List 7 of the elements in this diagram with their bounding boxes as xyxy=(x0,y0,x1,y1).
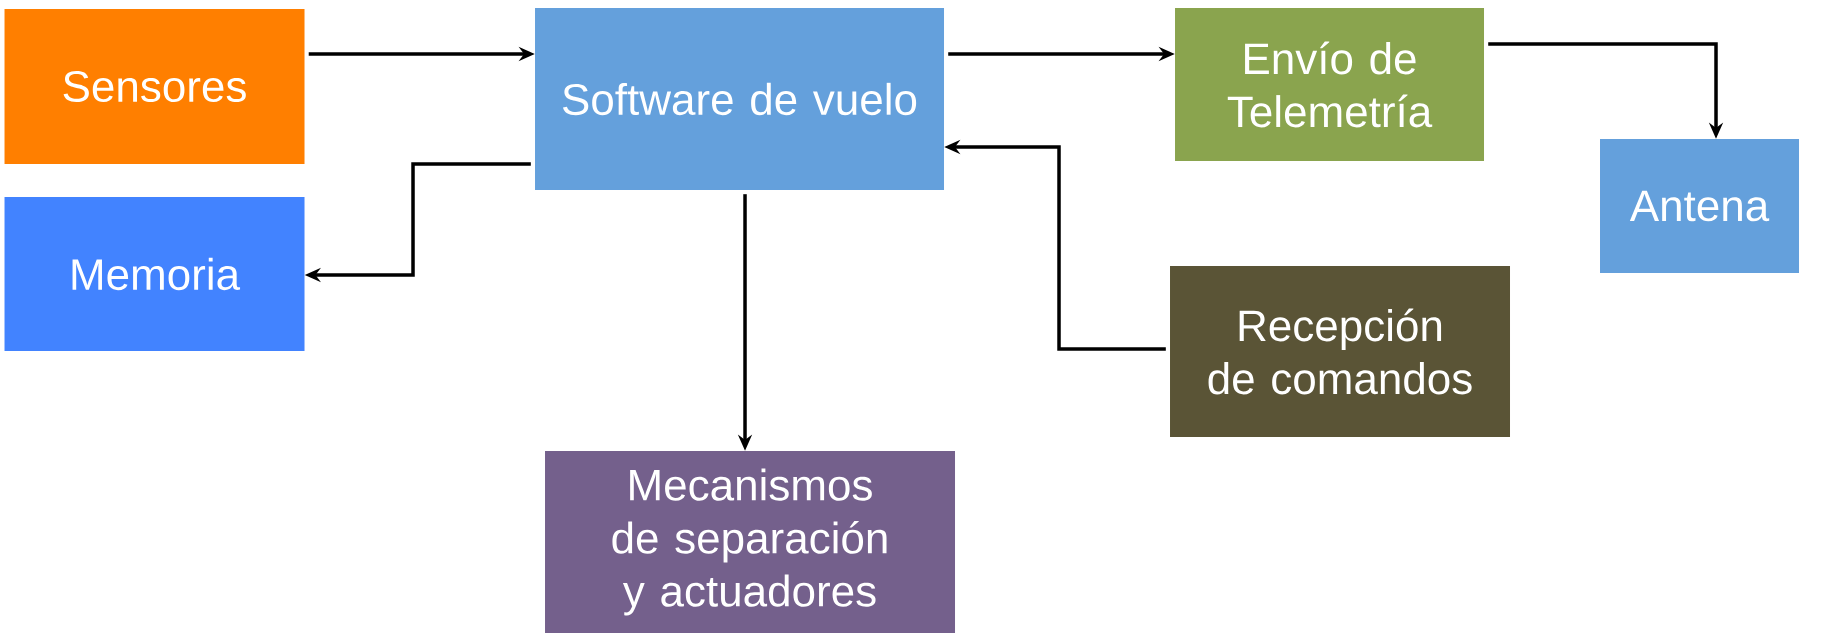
process-box: Recepción de comandos xyxy=(1170,266,1510,437)
process-box: Antena xyxy=(1600,139,1799,273)
process-box: Mecanismos de separación y actuadores xyxy=(545,451,955,633)
process-box: Sensores xyxy=(4,9,305,164)
process-box: Envío de Telemetría xyxy=(1175,8,1484,161)
process-box: Memoria xyxy=(4,197,305,351)
process-box: Software de vuelo xyxy=(535,8,944,190)
